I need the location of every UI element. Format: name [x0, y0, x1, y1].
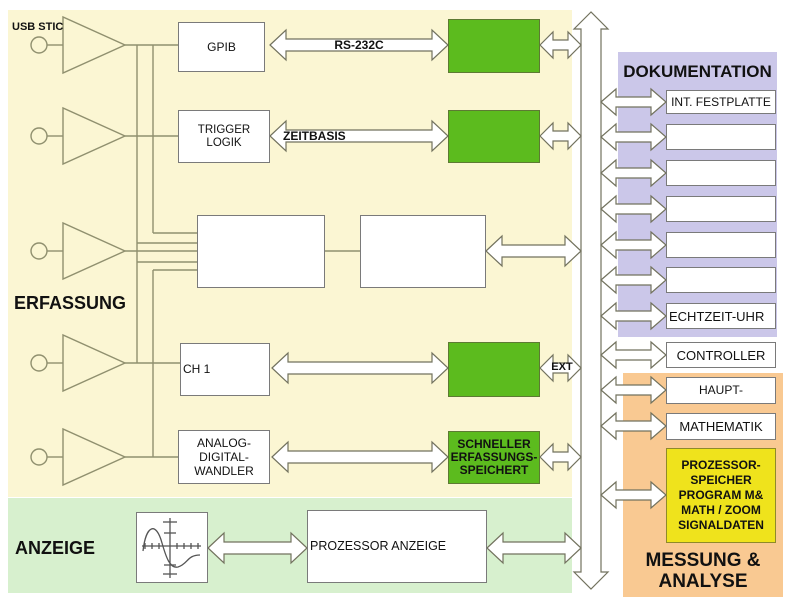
int-festplatte-box: INT. FESTPLATTE [666, 90, 776, 114]
documentation-box-3 [666, 160, 776, 186]
anzeige-section-label: ANZEIGE [15, 538, 96, 558]
documentation-box-6 [666, 267, 776, 293]
gpib-label: GPIB [207, 39, 236, 54]
acquisition-block2-box [360, 215, 486, 288]
acquisition-block-box [197, 215, 325, 288]
gpib-interface-block [448, 19, 540, 73]
ch1-box: CH 1 [180, 343, 270, 396]
zeitbasis-arrow-label: ZEITBASIS [283, 129, 346, 143]
documentation-box-5 [666, 232, 776, 258]
timebase-block [448, 110, 540, 163]
trigger-block [448, 342, 540, 397]
documentation-box-4 [666, 196, 776, 222]
echtzeit-uhr-box: ECHTZEIT-UHR [666, 303, 776, 329]
sine-wave-display-icon [142, 518, 201, 578]
dokumentation-section-label: DOKUMENTATION [623, 62, 772, 81]
gpib-box: GPIB [178, 22, 265, 72]
haupt-box: HAUPT- [666, 377, 776, 404]
usb-stick-label: USB STIC [12, 21, 64, 33]
scope-display-box [136, 512, 208, 583]
trigger-logik-label: TRIGGER LOGIK [197, 123, 251, 149]
adc-box: ANALOG-DIGITAL-WANDLER [178, 430, 270, 484]
prozessor-anzeige-label: PROZESSOR ANZEIGE [310, 539, 447, 553]
rs232-arrow-label: RS-232C [334, 38, 384, 52]
ch1-label: CH 1 [183, 362, 211, 376]
controller-box: CONTROLLER [666, 342, 776, 368]
messung-analyse-section-label: MESSUNG & ANALYSE [645, 550, 761, 592]
trigger-logik-box: TRIGGER LOGIK [178, 110, 270, 163]
mathematik-box: MATHEMATIK [666, 413, 776, 440]
documentation-box-2 [666, 124, 776, 150]
flow-arrow [600, 340, 667, 370]
prozessor-anzeige-box: PROZESSOR ANZEIGE [307, 510, 487, 583]
erfassung-section-label: ERFASSUNG [14, 293, 127, 313]
system-bus-arrow [572, 11, 610, 590]
ext-arrow-label: EXT [551, 361, 573, 373]
